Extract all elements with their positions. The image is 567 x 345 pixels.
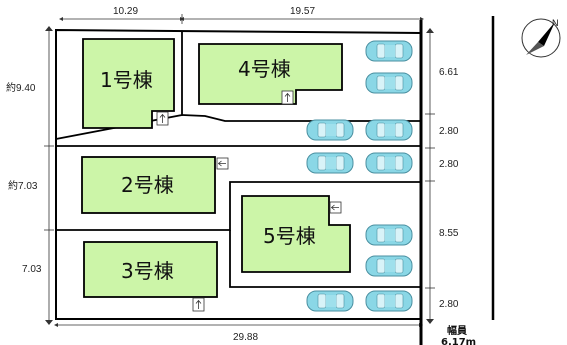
car-icon xyxy=(365,255,413,277)
north-letter: N xyxy=(552,18,559,28)
bottom-dim: 29.88 xyxy=(233,332,258,343)
top-dimension: 10.29 19.57 xyxy=(59,6,424,24)
car-icon xyxy=(306,152,354,174)
building-1[interactable]: 1号棟 xyxy=(82,38,175,129)
north-arrow-icon: N xyxy=(521,18,561,58)
car-icon xyxy=(365,152,413,174)
right-dim-2: 2.80 xyxy=(439,126,459,137)
car-icon xyxy=(306,119,354,141)
top-dim-left: 10.29 xyxy=(113,6,138,17)
top-dim-right: 19.57 xyxy=(290,6,315,17)
lot-2-label: 2号棟 xyxy=(121,173,174,197)
right-dimension: 6.61 2.80 2.80 8.55 2.80 xyxy=(425,28,459,324)
left-dim-1: 約9.40 xyxy=(6,81,36,94)
building-2[interactable]: 2号棟 xyxy=(81,156,229,214)
building-5[interactable]: 5号棟 xyxy=(241,195,351,273)
left-dim-3: 7.03 xyxy=(22,264,42,275)
site-outline xyxy=(55,28,422,320)
building-4[interactable]: 4号棟 xyxy=(198,43,343,105)
car-icon xyxy=(365,224,413,246)
building-3[interactable]: 3号棟 xyxy=(83,241,218,312)
car-icon xyxy=(365,72,413,94)
left-dimension: 約9.40 約7.03 7.03 xyxy=(6,26,54,325)
car-icon xyxy=(365,119,413,141)
right-dim-4: 8.55 xyxy=(439,228,459,239)
car-icon xyxy=(365,40,413,62)
left-dim-2: 約7.03 xyxy=(8,179,38,192)
lot-5-label: 5号棟 xyxy=(263,224,316,248)
right-dim-1: 6.61 xyxy=(439,67,459,78)
lot-4-label: 4号棟 xyxy=(238,57,291,81)
lot-1-label: 1号棟 xyxy=(100,68,153,92)
car-icon xyxy=(306,290,354,312)
lot-3-label: 3号棟 xyxy=(121,259,174,283)
right-dim-5: 2.80 xyxy=(439,299,459,310)
car-icon xyxy=(365,290,413,312)
right-dim-3: 2.80 xyxy=(439,159,459,170)
bottom-dimension: 29.88 xyxy=(54,323,423,343)
road-width-value: 6.17m xyxy=(441,337,476,345)
road-width-label: 幅員 xyxy=(447,324,467,337)
